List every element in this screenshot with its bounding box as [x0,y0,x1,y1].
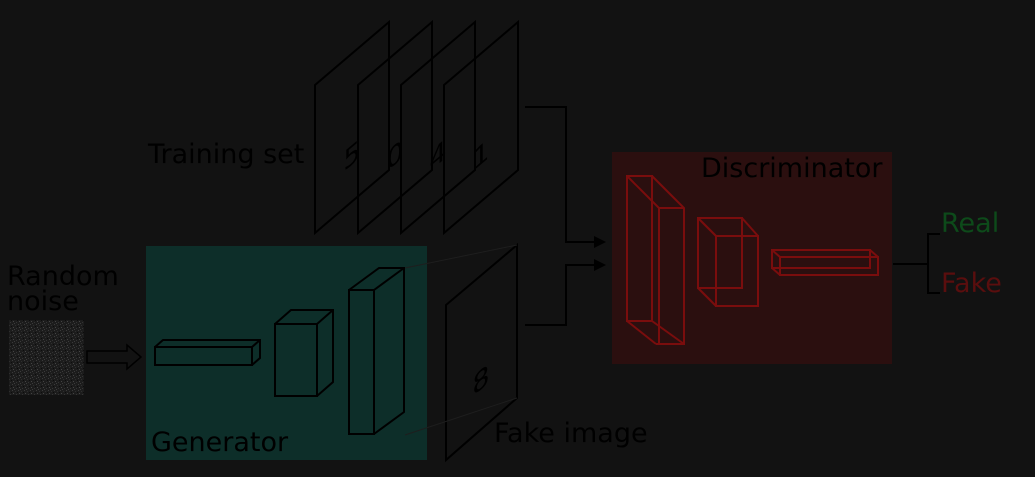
discriminator-block-3 [771,249,879,276]
training-card-3: 4 [400,19,476,236]
svg-text:4: 4 [429,133,446,178]
random-noise-label-line1: Random [7,261,119,292]
svg-text:1: 1 [472,133,489,178]
generator-blocks [154,267,405,435]
random-noise-image [9,320,84,395]
discriminator-label: Discriminator [701,153,883,184]
training-to-discriminator-arrow [525,106,606,248]
generator-block-1 [154,339,261,366]
training-card-1: 5 [314,19,390,236]
random-noise-label-line2: noise [7,286,79,317]
generator-block-2 [274,309,334,397]
training-set-stack: 5 0 4 1 [314,19,519,236]
svg-text:0: 0 [386,133,403,178]
svg-text:5: 5 [343,133,360,178]
fake-to-discriminator-arrow [525,259,606,326]
projection-lines [404,244,518,436]
fake-output-label: Fake [941,268,1002,299]
discriminator-block-1 [626,175,685,345]
svg-text:8: 8 [472,358,489,403]
generator-box [146,246,427,460]
connector-lines [525,106,606,326]
generator-block-3 [348,267,405,435]
generator-label: Generator [151,427,289,458]
training-card-4: 1 [443,19,519,236]
training-set-label: Training set [147,139,304,170]
training-card-2: 0 [357,19,433,236]
fake-image-label: Fake image [494,418,648,449]
discriminator-block-2 [697,217,759,307]
discriminator-blocks [626,175,879,345]
noise-to-generator-arrow [86,343,143,371]
real-output-label: Real [941,208,999,239]
output-bracket [893,233,940,294]
